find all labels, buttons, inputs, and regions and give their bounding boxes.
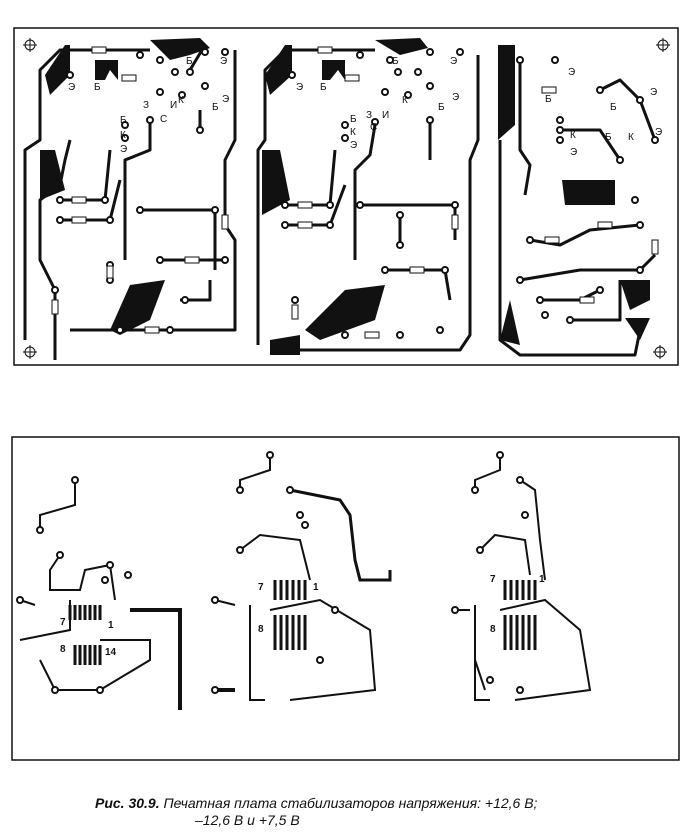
caption-text-line2: –12,6 В и +7,5 В [195, 812, 300, 828]
crosshair-icon [653, 345, 667, 359]
svg-text:Б: Б [350, 114, 357, 125]
svg-text:Э: Э [650, 87, 657, 98]
svg-text:К: К [402, 95, 408, 106]
svg-text:Э: Э [450, 56, 457, 67]
svg-text:Э: Э [570, 147, 577, 158]
pin-label: 14 [105, 647, 117, 658]
figure-caption: Рис. 30.9. Печатная плата стабилизаторов… [95, 795, 537, 829]
svg-text:Б: Б [212, 102, 219, 113]
svg-text:Э: Э [222, 94, 229, 105]
top-board-frame [13, 27, 679, 366]
svg-text:Б: Б [392, 56, 399, 67]
pin-label: 8 [60, 644, 66, 655]
board-2-labels: Э Б Б Э К Б Э З И С Б К Э [296, 56, 459, 151]
svg-text:И: И [382, 110, 389, 121]
svg-text:Б: Б [545, 94, 552, 105]
svg-text:Э: Э [68, 82, 75, 93]
pin-label: 1 [539, 574, 545, 585]
svg-text:Э: Э [350, 140, 357, 151]
svg-text:С: С [160, 114, 167, 125]
pin-label: 8 [258, 624, 264, 635]
svg-text:К: К [120, 130, 126, 141]
figure-number: Рис. 30.9. [95, 795, 160, 811]
crosshair-icon [23, 38, 37, 52]
pin-label: 1 [108, 620, 114, 631]
pin-label: 7 [60, 617, 66, 628]
board-1-labels: Э Б Б Э К Б Э З И С Б К Э [68, 56, 229, 155]
pin-label: 7 [258, 582, 264, 593]
svg-text:Б: Б [320, 82, 327, 93]
svg-text:К: К [628, 132, 634, 143]
pcb-board-3 [498, 45, 659, 357]
svg-text:Б: Б [438, 102, 445, 113]
crosshair-icon [656, 38, 670, 52]
svg-text:З: З [366, 110, 372, 121]
svg-text:Э: Э [220, 56, 227, 67]
svg-text:К: К [350, 127, 356, 138]
board-3-labels: Э Б Б К Э Б Э К Э [545, 67, 662, 158]
svg-text:Б: Б [94, 82, 101, 93]
pcb-board-1 [23, 38, 237, 360]
svg-text:З: З [143, 100, 149, 111]
svg-text:Б: Б [120, 115, 127, 126]
bottom-board-frame [11, 436, 680, 761]
caption-text: Печатная плата стабилизаторов напряжения… [163, 795, 538, 811]
svg-text:Э: Э [568, 67, 575, 78]
svg-text:Б: Б [610, 102, 617, 113]
svg-text:Э: Э [655, 127, 662, 138]
svg-text:Б: Б [186, 56, 193, 67]
bottom-pcb-middle [211, 451, 392, 701]
pin-label: 8 [490, 624, 496, 635]
bottom-pcb-left [16, 476, 182, 710]
registration-marks [23, 38, 670, 359]
svg-text:К: К [570, 130, 576, 141]
svg-text:Э: Э [296, 82, 303, 93]
pcb-board-2 [256, 38, 480, 355]
bottom-pcb-right [451, 451, 592, 701]
svg-text:К: К [178, 95, 184, 106]
svg-text:С: С [370, 122, 377, 133]
svg-text:И: И [170, 100, 177, 111]
pin-label: 1 [313, 582, 319, 593]
svg-text:Э: Э [120, 144, 127, 155]
crosshair-icon [23, 345, 37, 359]
svg-text:Б: Б [605, 132, 612, 143]
pin-label: 7 [490, 574, 496, 585]
svg-text:Э: Э [452, 92, 459, 103]
